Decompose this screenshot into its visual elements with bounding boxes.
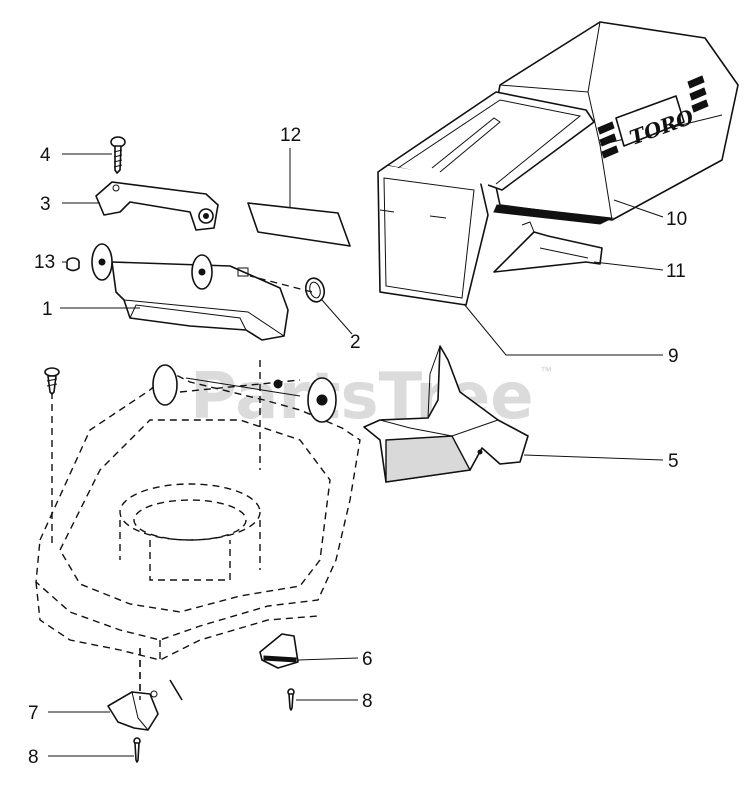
part-13-bushing[interactable] (66, 257, 80, 272)
assembly-line-2 (249, 275, 313, 293)
leader-lines (48, 148, 664, 757)
part-8-screw-upper[interactable] (287, 688, 295, 711)
part-12-decal[interactable] (247, 202, 351, 247)
part-2-spring[interactable] (303, 276, 327, 304)
callout-8-upper[interactable]: 8 (362, 691, 373, 712)
callout-2[interactable]: 2 (350, 332, 361, 353)
part-7-front-clip[interactable] (107, 690, 159, 731)
watermark-tm: ™ (540, 364, 552, 378)
part-1-rear-door[interactable] (91, 243, 289, 341)
callout-7[interactable]: 7 (28, 703, 39, 724)
part-8-screw-lower[interactable] (133, 737, 141, 763)
callout-13[interactable]: 13 (34, 252, 55, 273)
callout-11[interactable]: 11 (666, 261, 686, 282)
part-11-bag-clip[interactable] (493, 221, 603, 273)
callout-4[interactable]: 4 (40, 145, 51, 166)
callout-10[interactable]: 10 (666, 209, 687, 230)
callout-6[interactable]: 6 (362, 649, 373, 670)
callout-1[interactable]: 1 (42, 299, 53, 320)
callout-5[interactable]: 5 (668, 451, 679, 472)
part-10-grass-bag[interactable]: TORO (487, 21, 739, 225)
mower-deck-body (35, 360, 361, 701)
callout-9[interactable]: 9 (668, 346, 679, 367)
deck-screw-left (44, 367, 60, 395)
callout-8-lower[interactable]: 8 (28, 747, 39, 768)
callout-3[interactable]: 3 (40, 194, 51, 215)
part-9-bag-frame[interactable] (377, 91, 595, 306)
part-5-discharge-chute[interactable] (363, 345, 529, 483)
part-3-bracket[interactable] (95, 181, 219, 231)
toro-logo: TORO (615, 95, 697, 150)
part-4-screw[interactable] (110, 136, 126, 174)
part-6-bracket[interactable] (259, 633, 299, 669)
callout-12[interactable]: 12 (280, 125, 301, 146)
